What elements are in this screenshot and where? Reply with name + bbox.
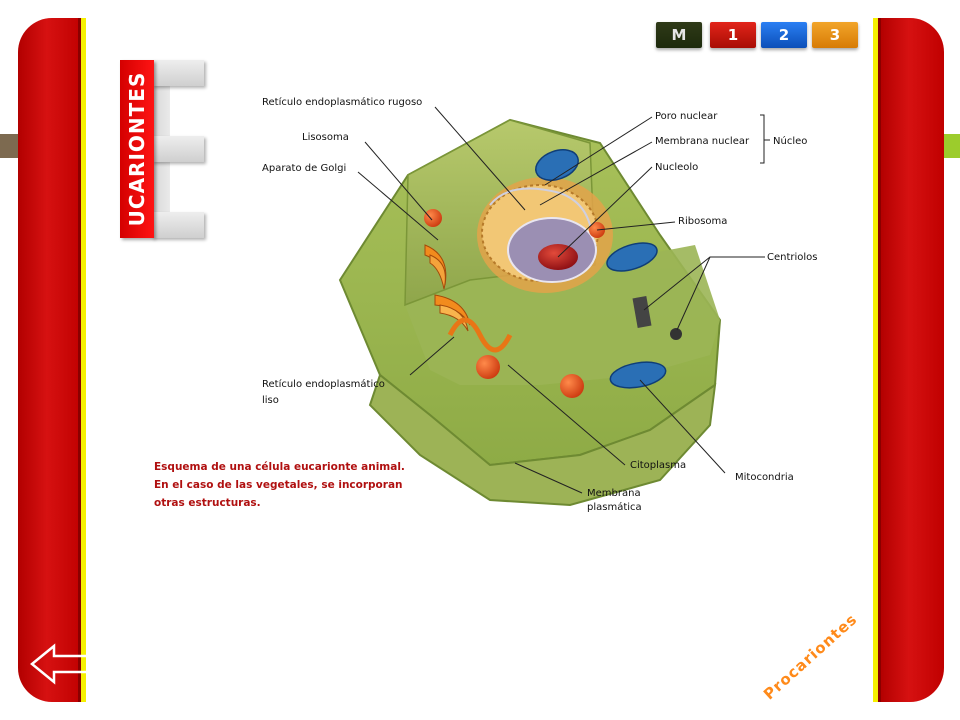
cell-diagram: Retículo endoplasmático rugoso Lisosoma … <box>240 85 860 529</box>
page-title: UCARIONTES <box>125 71 149 227</box>
label-poro-nuclear: Poro nuclear <box>655 111 718 122</box>
tab-1[interactable]: 1 <box>710 22 756 48</box>
left-accent-bar <box>0 134 18 158</box>
caption-line-2: En el caso de las vegetales, se incorpor… <box>154 479 403 491</box>
label-rel-line2: liso <box>262 395 279 406</box>
title-e-block: UCARIONTES <box>120 60 204 238</box>
label-rel-line1: Retículo endoplasmático <box>262 378 385 390</box>
back-arrow-button[interactable] <box>30 640 90 688</box>
label-membrana-nuclear: Membrana nuclear <box>655 136 750 147</box>
caption-line-3: otras estructuras. <box>154 497 261 509</box>
right-side-panel <box>870 18 944 702</box>
diagram-caption: Esquema de una célula eucarionte animal.… <box>154 458 424 512</box>
tab-m[interactable]: M <box>656 22 702 48</box>
left-arrow-icon <box>30 643 90 685</box>
procariontes-link[interactable]: Procariontes <box>760 610 861 704</box>
label-citoplasma: Citoplasma <box>630 460 686 471</box>
label-membrana-plasmatica-line2: plasmática <box>587 501 642 513</box>
label-lisosoma: Lisosoma <box>302 132 349 143</box>
tab-3[interactable]: 3 <box>812 22 858 48</box>
right-accent-bar <box>942 134 960 158</box>
label-membrana-plasmatica-line1: Membrana <box>587 488 641 499</box>
golgi-apparatus <box>424 244 471 332</box>
label-nucleolo: Nucleolo <box>655 162 698 173</box>
label-nucleo: Núcleo <box>773 135 807 147</box>
label-rer: Retículo endoplasmático rugoso <box>262 96 422 108</box>
tab-2[interactable]: 2 <box>761 22 807 48</box>
caption-line-1: Esquema de una célula eucarionte animal. <box>154 461 405 473</box>
label-mitocondria: Mitocondria <box>735 472 794 483</box>
label-ribosoma: Ribosoma <box>678 216 727 227</box>
left-side-panel <box>18 18 90 702</box>
label-centriolos: Centriolos <box>767 252 818 263</box>
label-golgi: Aparato de Golgi <box>262 163 346 174</box>
